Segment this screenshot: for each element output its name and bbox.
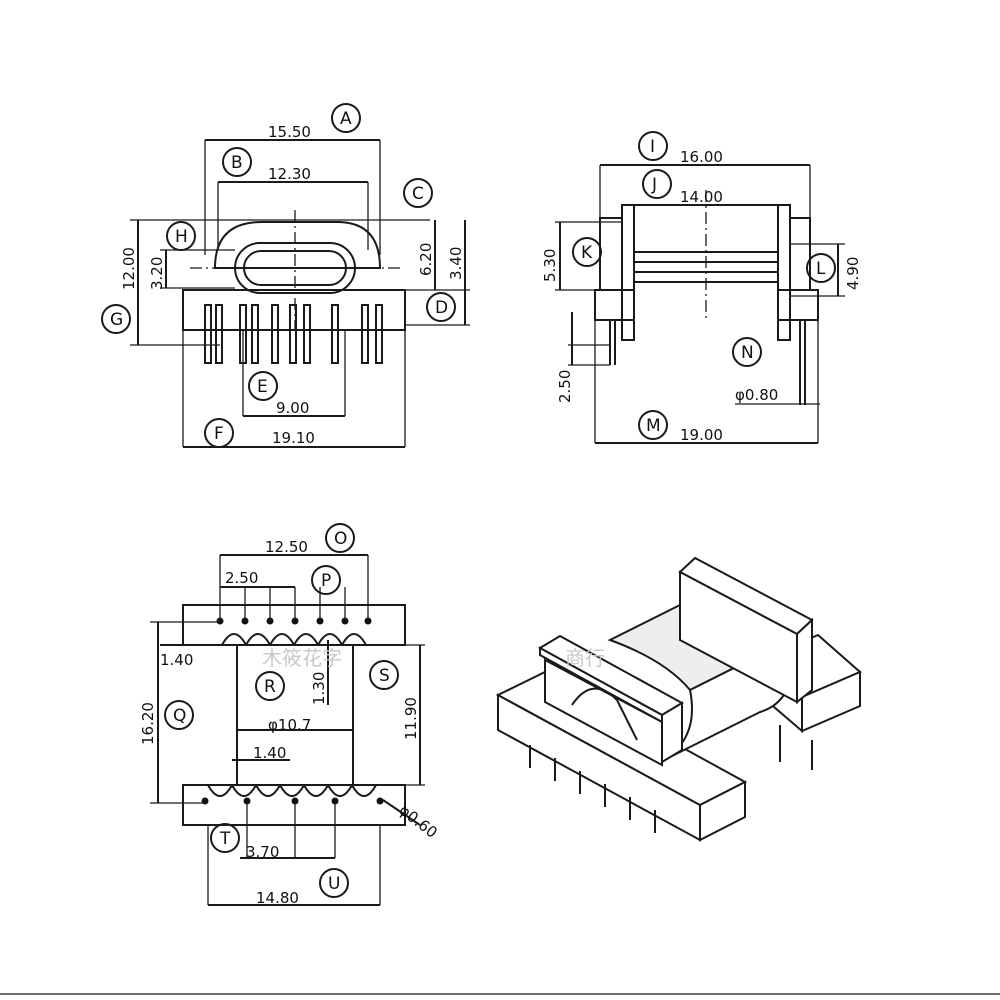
callout-k: K — [572, 237, 602, 267]
dim-w2: 1.40 — [253, 744, 286, 762]
callout-m: M — [638, 410, 668, 440]
dim-j: 14.00 — [680, 188, 723, 206]
side-view: 16.00 14.00 19.00 φ0.80 5.30 4.90 2.50 I… — [541, 131, 862, 444]
svg-text:Q: Q — [173, 706, 186, 726]
svg-text:H: H — [175, 227, 188, 247]
svg-text:G: G — [110, 310, 123, 330]
callout-j: J — [642, 169, 672, 199]
iso-pins — [529, 725, 813, 833]
dim-n: φ0.80 — [735, 386, 778, 404]
callout-q: Q — [164, 700, 194, 730]
svg-text:B: B — [231, 153, 243, 173]
dim-rd: φ10.7 — [268, 716, 311, 734]
callout-p: P — [311, 565, 341, 595]
svg-text:E: E — [257, 377, 268, 397]
dim-pin: φ0.60 — [396, 801, 441, 842]
dim-b: 12.30 — [268, 165, 311, 183]
svg-text:M: M — [646, 416, 661, 436]
svg-text:L: L — [816, 259, 826, 279]
svg-text:T: T — [219, 829, 231, 849]
callout-n: N — [732, 337, 762, 367]
dim-q: 16.20 — [139, 702, 157, 745]
dim-g: 12.00 — [120, 247, 138, 290]
dim-o: 12.50 — [265, 538, 308, 556]
dim-u: 14.80 — [256, 889, 299, 907]
svg-text:F: F — [214, 424, 224, 444]
dim-l: 4.90 — [844, 257, 862, 290]
dim-e: 9.00 — [276, 399, 309, 417]
svg-text:O: O — [334, 529, 347, 549]
callout-l: L — [806, 253, 836, 283]
callout-f: F — [204, 418, 234, 448]
dim-w1: 1.40 — [160, 651, 193, 669]
svg-text:N: N — [741, 343, 754, 363]
watermark-right: 商行 — [565, 646, 605, 670]
svg-text:U: U — [328, 874, 340, 894]
dim-a: 15.50 — [268, 123, 311, 141]
dim-h: 3.20 — [148, 257, 166, 290]
svg-text:R: R — [264, 677, 276, 697]
svg-text:C: C — [412, 184, 424, 204]
svg-text:A: A — [340, 109, 352, 129]
dim-m: 19.00 — [680, 426, 723, 444]
callout-g: G — [101, 304, 131, 334]
front-view: 15.50 12.30 19.10 9.00 12.00 3.20 6.20 3… — [101, 103, 470, 448]
dim-r: 1.30 — [310, 672, 328, 705]
callout-c: C — [403, 178, 433, 208]
front-pins — [204, 304, 383, 364]
svg-text:D: D — [435, 298, 448, 318]
dim-t: 3.70 — [246, 843, 279, 861]
callout-i: I — [638, 131, 668, 161]
dim-s: 11.90 — [402, 697, 420, 740]
svg-text:S: S — [379, 666, 390, 686]
dim-c: 6.20 — [417, 243, 435, 276]
dim-p: 2.50 — [225, 569, 258, 587]
dim-n2: 2.50 — [556, 370, 574, 403]
svg-text:K: K — [581, 243, 593, 263]
dim-i: 16.00 — [680, 148, 723, 166]
dim-f: 19.10 — [272, 429, 315, 447]
isometric-view — [495, 556, 862, 842]
watermark-left: 木筱花字 — [262, 646, 342, 670]
callout-b: B — [222, 147, 252, 177]
bottom-view: 12.50 2.50 1.40 φ10.7 1.40 3.70 14.80 16… — [139, 523, 441, 907]
callout-o: O — [325, 523, 355, 553]
callout-d: D — [426, 292, 456, 322]
callout-a: A — [331, 103, 361, 133]
pin-holes — [201, 617, 384, 805]
svg-text:P: P — [321, 571, 331, 591]
callout-e: E — [248, 371, 278, 401]
dim-d: 3.40 — [447, 247, 465, 280]
svg-text:J: J — [651, 175, 657, 195]
dim-k: 5.30 — [541, 249, 559, 282]
callout-t: T — [210, 823, 240, 853]
callout-r: R — [255, 671, 285, 701]
svg-text:I: I — [650, 137, 655, 157]
callout-h: H — [166, 221, 196, 251]
callout-u: U — [319, 868, 349, 898]
callout-s: S — [369, 660, 399, 690]
